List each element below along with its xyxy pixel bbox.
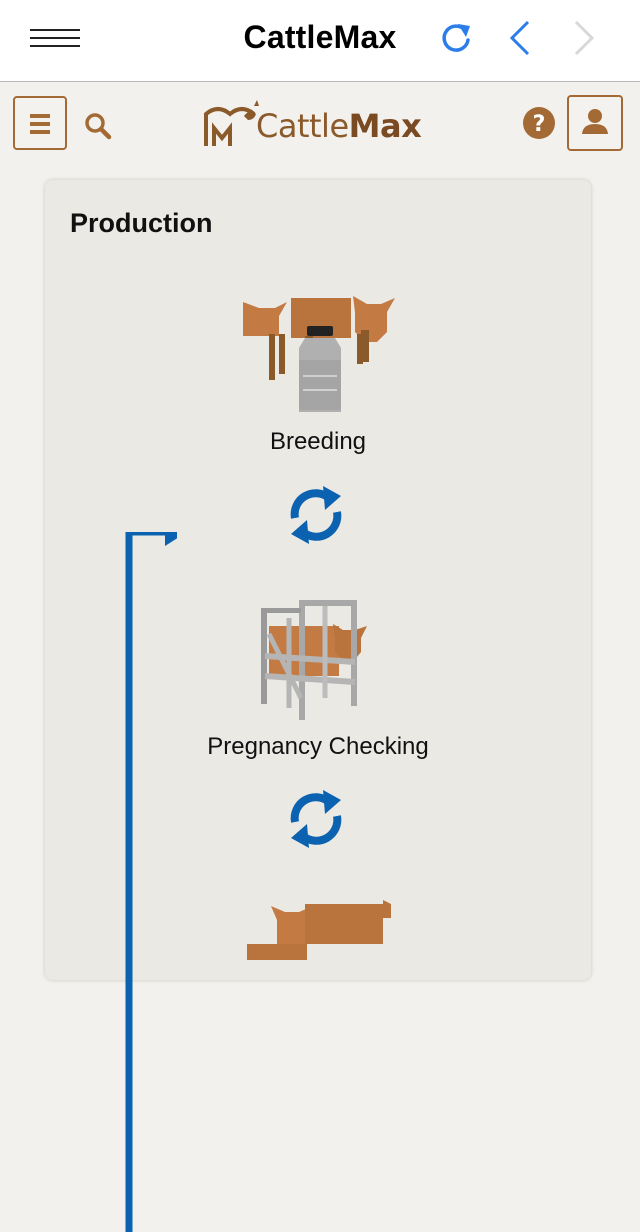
- menu-button[interactable]: [13, 96, 67, 150]
- cattle-icon[interactable]: [245, 900, 395, 960]
- refresh-icon[interactable]: [436, 18, 476, 58]
- cattle-chute-icon[interactable]: [259, 598, 371, 722]
- search-icon[interactable]: [82, 110, 114, 142]
- flow-arrow-icon: [125, 532, 177, 1232]
- chevron-right-icon[interactable]: [564, 18, 604, 58]
- nav-title: CattleMax: [243, 19, 397, 55]
- svg-text:?: ?: [533, 112, 546, 137]
- app-header: CattleMax ?: [0, 82, 640, 168]
- card-title: Production: [70, 208, 213, 238]
- hamburger-icon[interactable]: [30, 25, 82, 51]
- help-icon[interactable]: ?: [522, 106, 556, 140]
- chevron-left-icon[interactable]: [500, 18, 540, 58]
- user-icon: [582, 109, 608, 134]
- cycle-arrows-icon: [290, 486, 342, 544]
- browser-nav-bar: CattleMax: [0, 0, 640, 82]
- cattlemax-logo[interactable]: CattleMax: [200, 94, 440, 150]
- menu-icon: [30, 114, 50, 134]
- step-label-pregnancy-checking[interactable]: Pregnancy Checking: [207, 733, 429, 760]
- breeding-cattle-icon[interactable]: [241, 290, 397, 420]
- logo-text: CattleMax: [256, 107, 422, 145]
- production-card: Production Breeding: [45, 180, 591, 1232]
- account-button[interactable]: [567, 95, 623, 151]
- logo-emblem-icon: [204, 100, 259, 146]
- cycle-arrows-icon: [290, 790, 342, 848]
- step-label-breeding[interactable]: Breeding: [269, 428, 367, 455]
